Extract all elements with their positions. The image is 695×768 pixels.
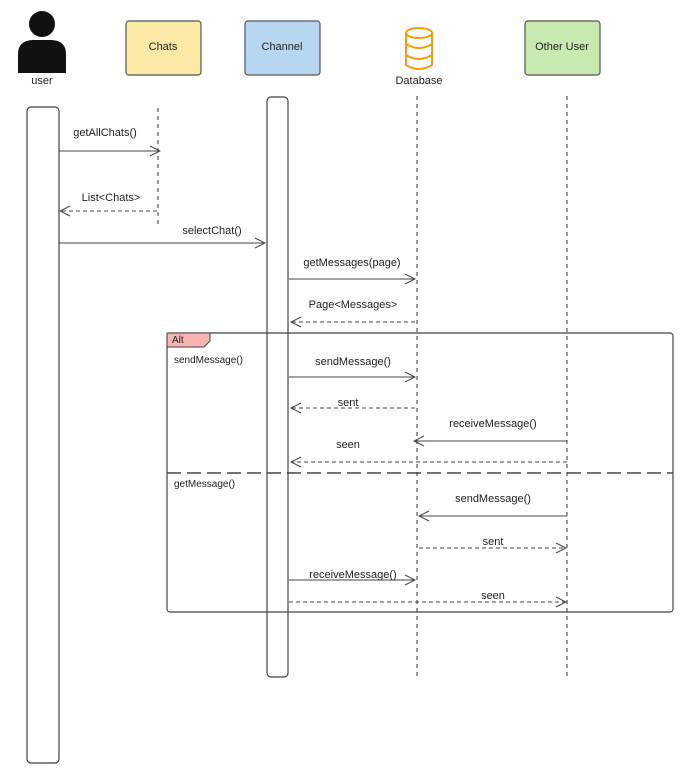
message-seen-2[interactable]: seen	[289, 590, 566, 602]
user-actor[interactable]: user	[18, 11, 66, 87]
message-label: sendMessage()	[315, 356, 391, 368]
alt-tag	[166, 332, 211, 348]
alt-guard-send: sendMessage()	[174, 355, 243, 366]
message-page-messages[interactable]: Page<Messages>	[291, 299, 415, 322]
user-activation-bar	[26, 106, 60, 764]
other-user-box	[524, 20, 601, 76]
message-get-messages[interactable]: getMessages(page)	[289, 257, 415, 279]
message-label: getAllChats()	[73, 127, 137, 139]
message-list-chats[interactable]: List<Chats>	[60, 192, 157, 211]
message-label: receiveMessage()	[309, 569, 396, 581]
message-select-chat[interactable]: selectChat()	[59, 225, 265, 243]
message-receive-message-2[interactable]: receiveMessage()	[289, 569, 415, 581]
chats-label: Chats	[149, 41, 178, 53]
alt-guard-get: getMessage()	[174, 479, 235, 490]
message-label: receiveMessage()	[449, 418, 536, 430]
message-sent-2[interactable]: sent	[419, 536, 566, 548]
channel-box	[244, 20, 321, 76]
message-seen-1[interactable]: seen	[291, 439, 567, 462]
alt-tag-label: Alt	[172, 335, 184, 346]
message-send-message-1[interactable]: sendMessage()	[289, 356, 415, 377]
message-label: sendMessage()	[455, 493, 531, 505]
alt-fragment: Alt sendMessage() getMessage()	[166, 332, 674, 613]
message-label: getMessages(page)	[303, 257, 400, 269]
message-label: seen	[336, 439, 360, 451]
chats-participant[interactable]: Chats	[125, 20, 202, 76]
user-label: user	[31, 75, 53, 87]
message-label: List<Chats>	[82, 192, 141, 204]
message-label: sent	[483, 536, 504, 548]
message-label: selectChat()	[182, 225, 241, 237]
other-user-participant[interactable]: Other User	[524, 20, 601, 76]
database-label: Database	[395, 75, 442, 87]
message-label: Page<Messages>	[309, 299, 398, 311]
message-sent-1[interactable]: sent	[291, 397, 415, 409]
database-icon	[405, 27, 433, 70]
channel-activation-bar	[266, 96, 289, 678]
channel-label: Channel	[262, 41, 303, 53]
user-icon	[18, 11, 66, 73]
message-get-all-chats[interactable]: getAllChats()	[59, 127, 160, 151]
message-send-message-2[interactable]: sendMessage()	[419, 493, 567, 516]
other-user-label: Other User	[535, 41, 589, 53]
chats-box	[125, 20, 202, 76]
channel-participant[interactable]: Channel	[244, 20, 321, 76]
database-participant[interactable]: Database	[395, 27, 443, 87]
message-label: sent	[338, 397, 359, 409]
message-label: seen	[481, 590, 505, 602]
message-receive-message-1[interactable]: receiveMessage()	[414, 418, 567, 441]
